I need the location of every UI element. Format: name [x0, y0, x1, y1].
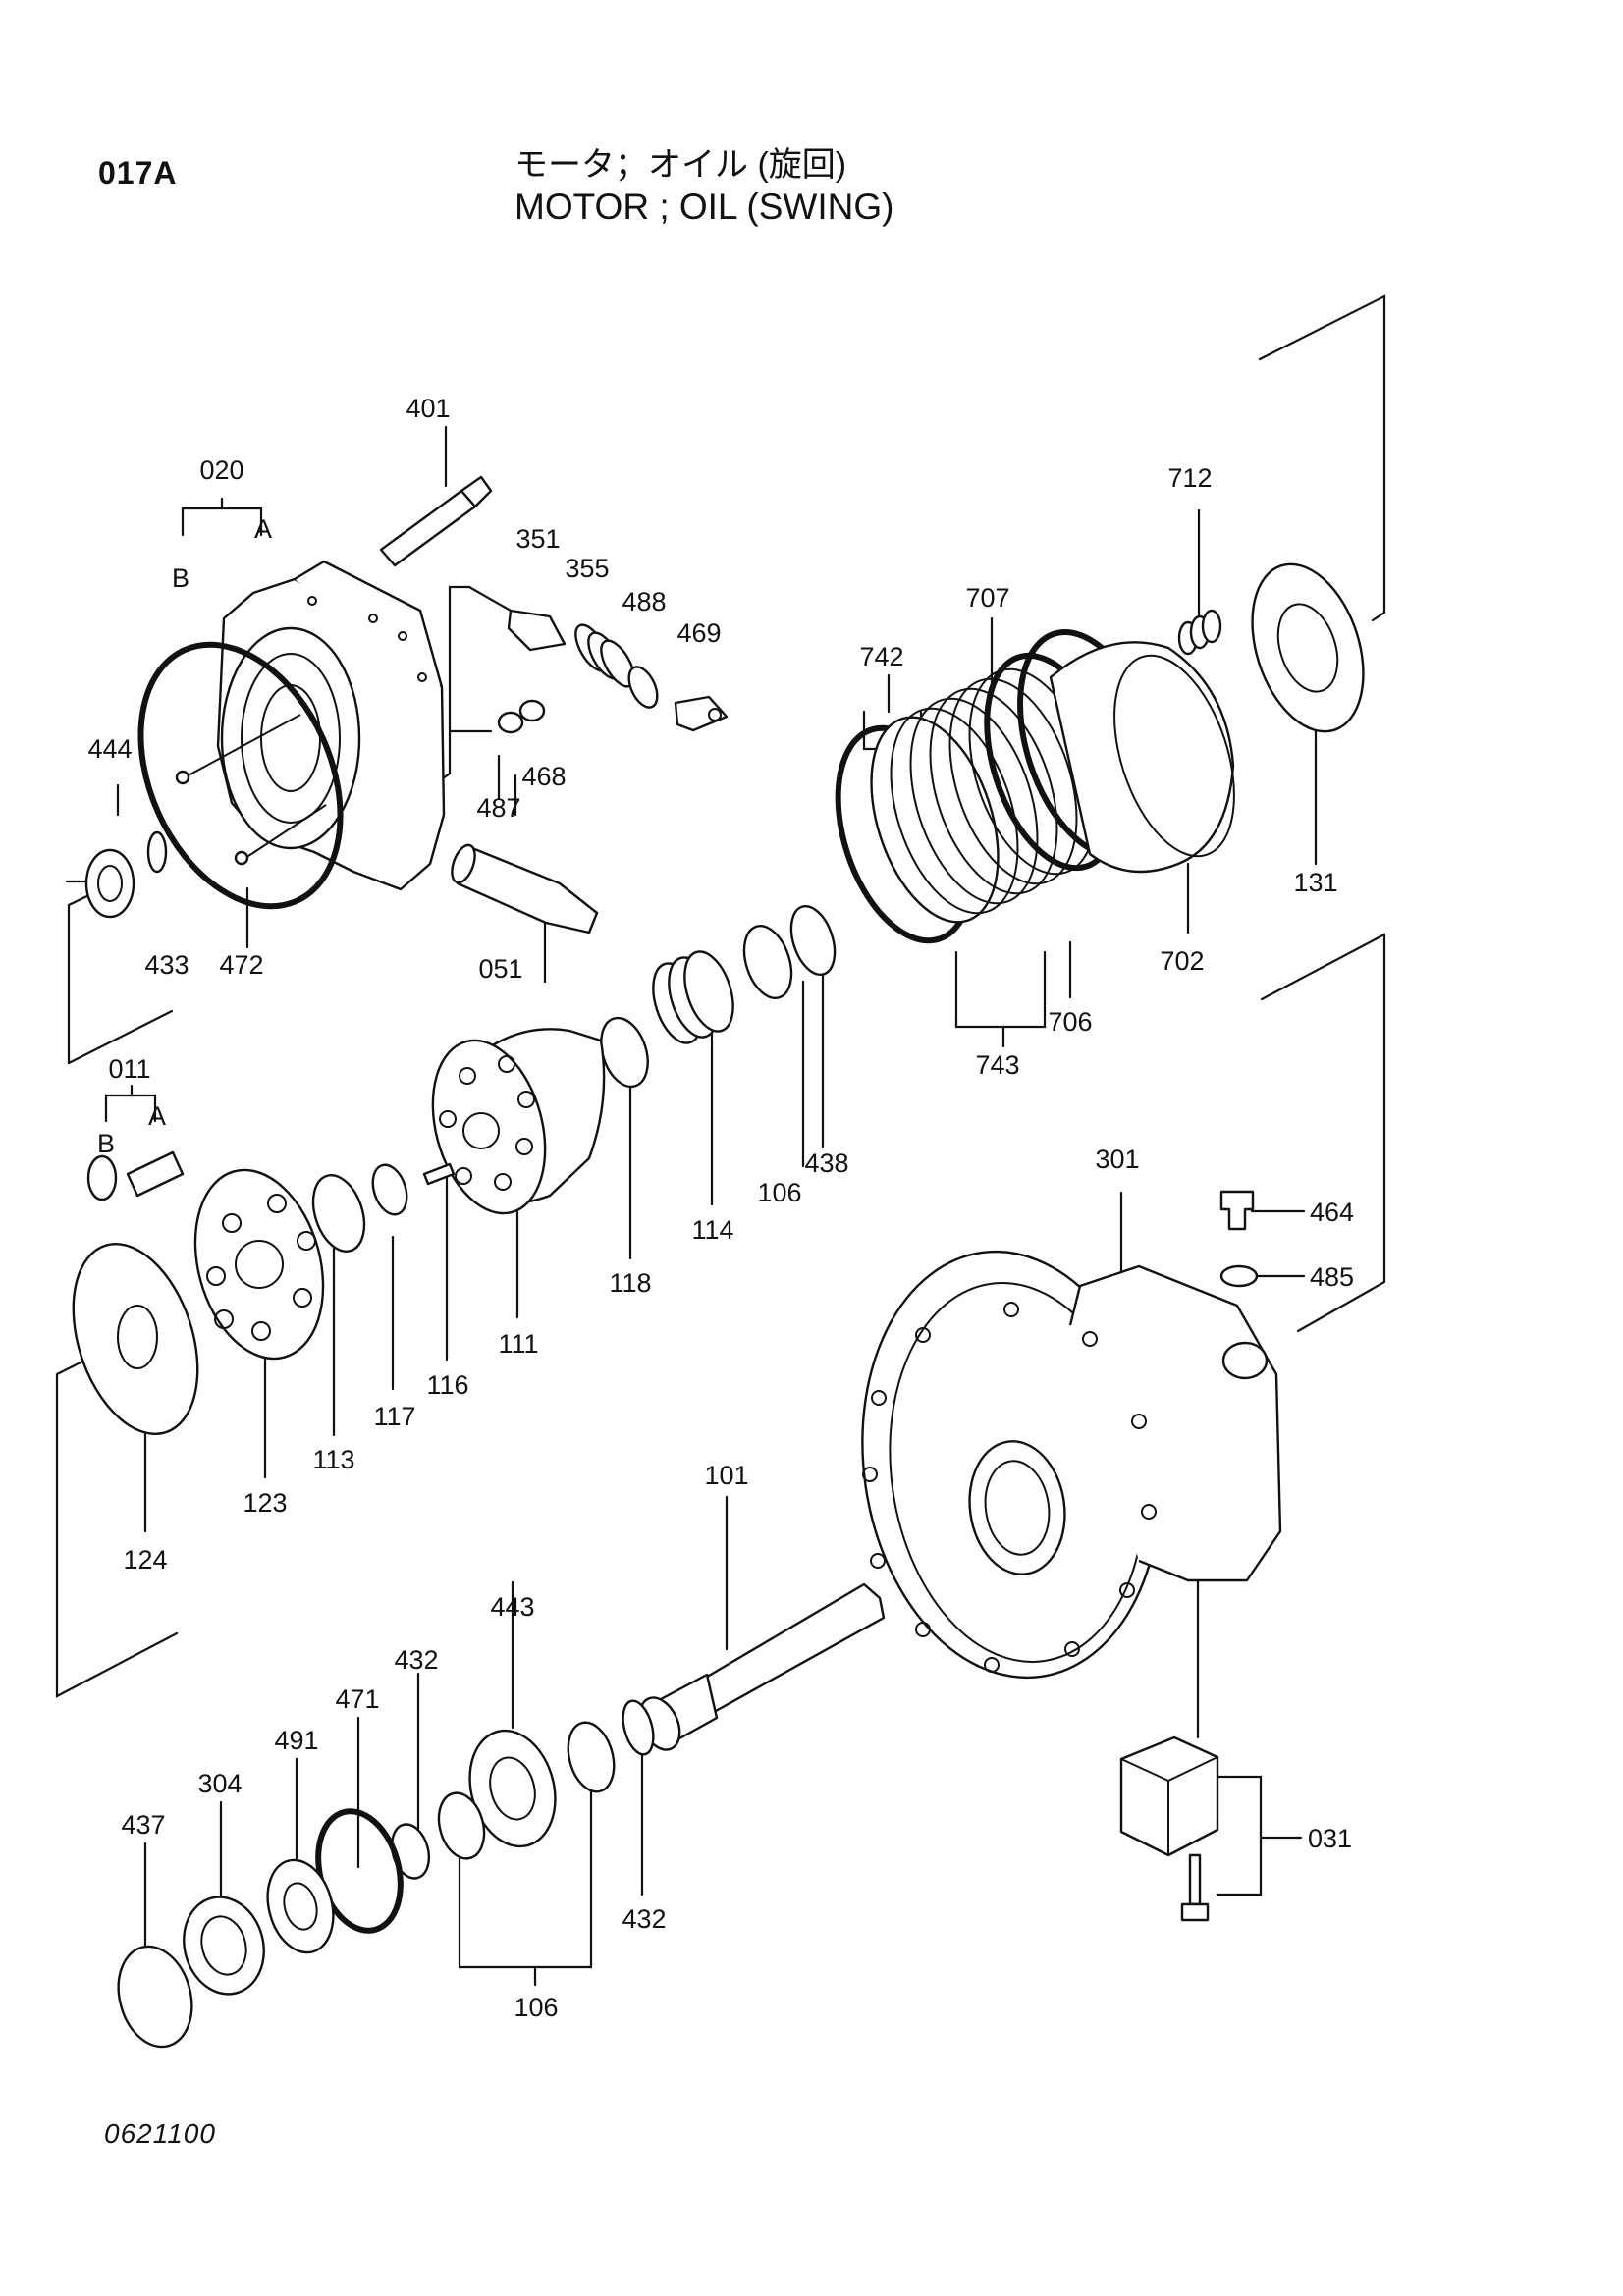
callout-031: 031	[1308, 1824, 1352, 1853]
callout-464: 464	[1310, 1198, 1354, 1227]
plug-464	[1219, 1190, 1259, 1288]
callout-114: 114	[691, 1215, 733, 1245]
title-english: MOTOR ; OIL (SWING)	[514, 187, 894, 227]
callout-702: 702	[1160, 946, 1204, 976]
callout-432-lower: 432	[622, 1904, 666, 1934]
callout-707: 707	[965, 583, 1009, 613]
page-code: 017A	[98, 155, 178, 190]
drawing-number: 0621100	[104, 2118, 216, 2149]
cylinder-block-111	[431, 1028, 606, 1215]
callout-304: 304	[197, 1769, 242, 1798]
plate-124	[72, 1243, 199, 1435]
callout-433: 433	[144, 950, 189, 980]
shaft-101	[638, 1582, 886, 1751]
callout-491: 491	[274, 1726, 318, 1755]
callout-051: 051	[478, 954, 522, 984]
callout-101: 101	[704, 1461, 748, 1490]
callout-485: 485	[1310, 1262, 1354, 1292]
callout-355: 355	[565, 554, 609, 583]
callout-118: 118	[609, 1268, 651, 1298]
callout-471: 471	[335, 1684, 379, 1714]
callout-A-upper: A	[254, 514, 272, 544]
callout-468: 468	[521, 762, 566, 791]
callout-011: 011	[108, 1054, 150, 1084]
valve-011	[86, 1150, 185, 1201]
plate-131	[1251, 562, 1365, 733]
plug-051	[451, 843, 599, 934]
callout-116: 116	[426, 1370, 468, 1400]
title-japanese: モータ；オイル (旋回)	[514, 146, 847, 184]
callout-301: 301	[1095, 1145, 1139, 1174]
callout-124: 124	[123, 1545, 167, 1575]
callout-106-lower: 106	[514, 1993, 558, 2022]
lower-bearing-stack	[117, 1699, 655, 2049]
pins-and-spring-seat	[311, 1162, 456, 1253]
callout-labels: 401 020 A B 351 355 488 469 468 487 444 …	[87, 394, 1354, 2022]
bolt-401	[379, 475, 493, 567]
callout-444: 444	[87, 734, 132, 764]
callout-742: 742	[859, 642, 903, 671]
callout-437: 437	[121, 1810, 165, 1840]
callout-401: 401	[406, 394, 450, 423]
callout-469: 469	[676, 618, 721, 648]
brake-piston-702	[1049, 641, 1235, 874]
valve-block-031	[1119, 1735, 1219, 1922]
callout-438: 438	[804, 1148, 848, 1178]
callout-131: 131	[1293, 868, 1337, 897]
callout-706: 706	[1048, 1007, 1092, 1037]
leader-lines	[55, 294, 1386, 1995]
callout-712: 712	[1167, 463, 1212, 493]
relief-valve-parts	[497, 609, 729, 734]
callout-432-upper: 432	[394, 1645, 438, 1675]
callout-443: 443	[490, 1592, 534, 1622]
callout-123: 123	[243, 1488, 287, 1518]
callout-B-upper: B	[172, 563, 189, 593]
valve-casing	[137, 560, 446, 910]
callout-113: 113	[312, 1445, 354, 1474]
callout-111: 111	[498, 1329, 538, 1359]
spring-712	[1177, 609, 1222, 656]
callout-B-lower: B	[97, 1129, 115, 1158]
housing-301	[861, 1250, 1282, 1680]
callout-351: 351	[515, 524, 560, 554]
callout-A-lower: A	[148, 1101, 166, 1131]
callout-472: 472	[219, 950, 263, 980]
bearing-444	[84, 830, 168, 919]
callout-020: 020	[199, 455, 243, 485]
valve-plate-123	[193, 1168, 325, 1361]
callout-487: 487	[476, 793, 520, 823]
callout-488: 488	[622, 587, 666, 616]
callout-117: 117	[373, 1402, 415, 1431]
callout-743: 743	[975, 1050, 1019, 1080]
callout-106-upper: 106	[757, 1178, 801, 1207]
shaft-rings-upper	[600, 905, 837, 1089]
